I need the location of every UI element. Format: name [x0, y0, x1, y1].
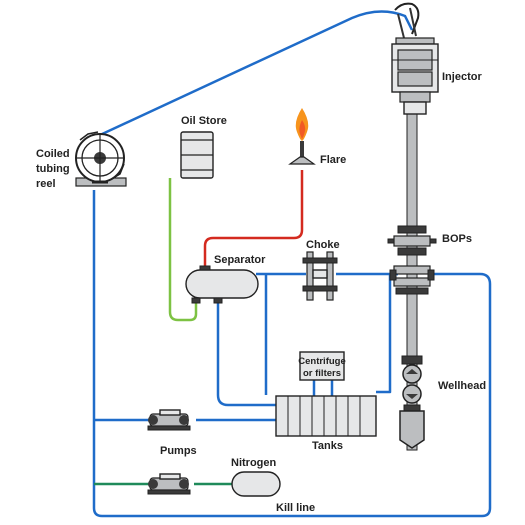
- choke-label: Choke: [306, 239, 340, 251]
- centrifuge-icon: [299, 351, 345, 381]
- tank-icon: [275, 395, 377, 437]
- return-lines: [92, 190, 492, 518]
- bop-stack-icon: [387, 225, 437, 295]
- reel-icon: [75, 131, 127, 187]
- nitrogen-tank-icon: [231, 471, 281, 497]
- barrel-icon: [180, 131, 214, 179]
- reel-label-line1: Coiled: [36, 148, 70, 160]
- wellhead-icon: [399, 355, 425, 449]
- flare-label: Flare: [320, 154, 346, 166]
- injector-label: Injector: [442, 71, 482, 83]
- tanks-label: Tanks: [312, 440, 343, 452]
- wellhead-label: Wellhead: [438, 380, 486, 392]
- nitrogen-label: Nitrogen: [231, 457, 277, 469]
- separator-vessel-icon: [185, 265, 259, 304]
- oil-line: [168, 178, 198, 322]
- pump-icon: [147, 409, 191, 431]
- bops-label: BOPs: [442, 233, 472, 245]
- separator-label: Separator: [214, 254, 266, 266]
- pump-icon: [147, 473, 191, 495]
- pumps-label: Pumps: [160, 445, 197, 457]
- gas-line: [203, 170, 304, 268]
- kill-line-label: Kill line: [276, 502, 315, 514]
- injector-icon: [391, 2, 439, 115]
- choke-manifold-icon: [302, 251, 338, 301]
- flare-icon: [288, 108, 316, 165]
- reel-label-line2: tubing: [36, 163, 70, 175]
- coiled-tubing-line: [99, 10, 414, 137]
- centrifuge-label-line1: Centrifuge: [298, 356, 346, 367]
- centrifuge-label-line2: or filters: [303, 368, 341, 379]
- oil-store-label: Oil Store: [181, 115, 227, 127]
- reel-label-line3: reel: [36, 178, 56, 190]
